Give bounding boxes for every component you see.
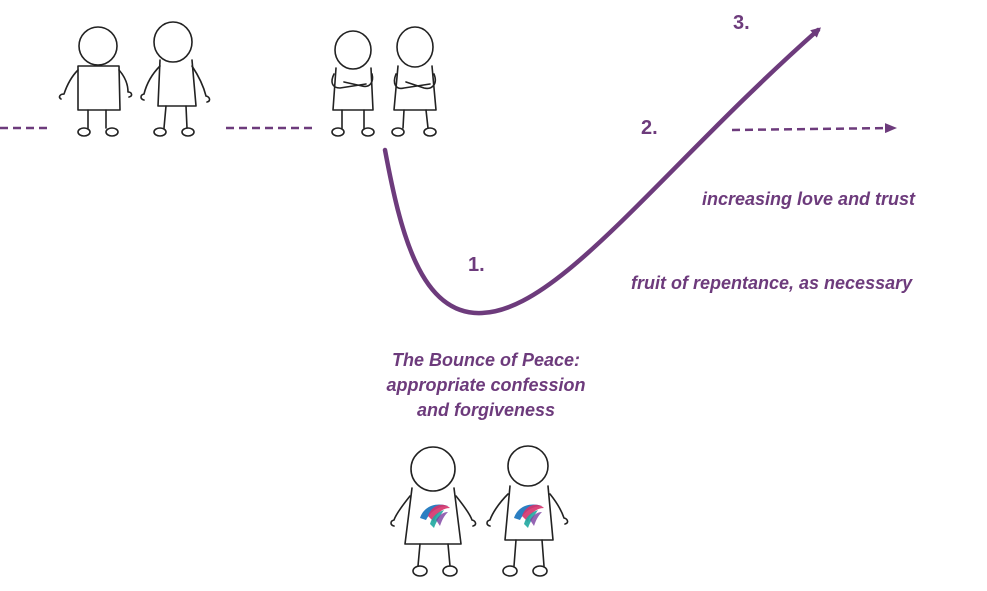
heart-logo-left-icon [420, 504, 450, 528]
step-3-label: 3. [733, 12, 750, 34]
step-1-label: 1. [468, 254, 485, 276]
dashed-arrow-right [731, 123, 897, 134]
figure-pair-relaxed [58, 21, 211, 137]
bounce-caption-line-2: appropriate confession [386, 375, 586, 395]
stick-figure-reconciled-right [486, 445, 569, 577]
caption-increasing-love: increasing love and trust [702, 189, 916, 209]
stick-figure-left [58, 26, 133, 137]
figure-pair-reconciled [390, 445, 569, 577]
bounce-curve [382, 27, 821, 316]
stick-figure-reconciled-left [390, 446, 477, 577]
bounce-caption-line-3: and forgiveness [416, 400, 556, 420]
step-2-label: 2. [641, 117, 658, 139]
bounce-caption-line-1: The Bounce of Peace: [391, 350, 581, 370]
figure-pair-arms-crossed [331, 26, 437, 137]
stick-figure-crossed-right [391, 26, 437, 137]
bounce-of-peace-caption: The Bounce of Peace: appropriate confess… [346, 348, 626, 423]
caption-fruit-of-repentance: fruit of repentance, as necessary [631, 273, 913, 293]
heart-logo-right-icon [514, 504, 544, 528]
stick-figure-crossed-left [331, 30, 375, 137]
stick-figure-right [140, 21, 211, 137]
